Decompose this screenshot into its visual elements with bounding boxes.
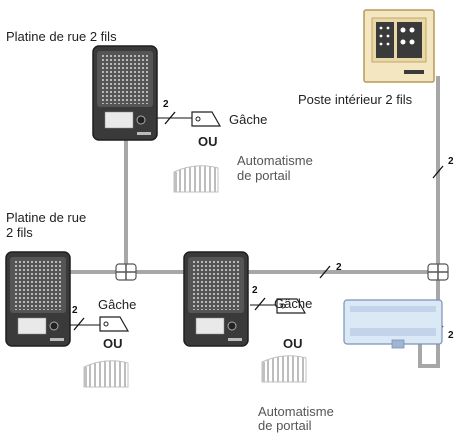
label-auto-top-1: Automatisme [237,153,313,168]
junction-icon [427,263,449,281]
gate-icon [173,165,219,193]
label-ou-top: OU [198,134,218,149]
door-strike-icon [191,111,221,127]
wire-count-4: 2 [336,262,342,273]
door-strike-icon [99,316,129,332]
label-ou-mid: OU [283,336,303,351]
label-gache-mid: Gâche [274,296,313,311]
label-poste: Poste intérieur 2 fils [298,92,413,107]
wire-count-5: 2 [448,156,454,167]
label-gache-top: Gâche [229,112,268,127]
label-auto-bottom-2: de portail [258,418,312,433]
label-auto-top-2: de portail [237,168,291,183]
door-station-icon [92,45,158,141]
power-supply-icon [343,299,443,349]
wire-count-1: 2 [163,99,169,110]
wire-count-3: 2 [252,285,258,296]
door-station-icon [5,251,71,347]
wire-count-6: 2 [448,330,454,341]
gate-icon [83,360,129,388]
door-station-icon [183,251,249,347]
label-platine-top: Platine de rue 2 fils [6,29,117,44]
label-auto-bottom-1: Automatisme [258,404,334,419]
junction-icon [115,263,137,281]
label-platine-left-1: Platine de rue [6,210,87,225]
label-gache-left: Gâche [98,297,137,312]
wire-count-2: 2 [72,305,78,316]
indoor-monitor-icon [363,9,435,83]
gate-icon [261,355,307,383]
label-platine-left-2: 2 fils [6,225,33,240]
label-ou-left: OU [103,336,123,351]
